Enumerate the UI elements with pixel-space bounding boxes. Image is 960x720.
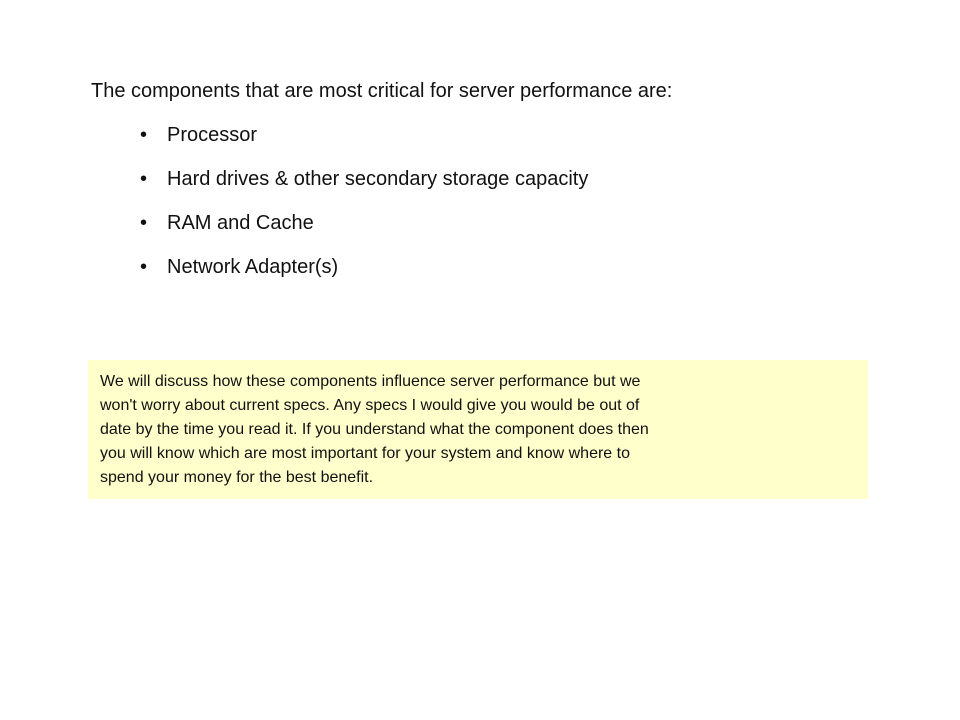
bullet-label: Processor	[167, 124, 258, 146]
note-box: We will discuss how these components inf…	[88, 360, 868, 499]
bullet-dot-icon: •	[140, 256, 148, 278]
bullet-dot-icon: •	[140, 212, 148, 234]
bullet-item-processor: • Processor	[140, 123, 588, 147]
bullet-label: RAM and Cache	[167, 212, 314, 234]
bullet-dot-icon: •	[140, 168, 148, 190]
bullet-item-hard-drives: • Hard drives & other secondary storage …	[140, 167, 588, 191]
note-text: We will discuss how these components inf…	[100, 373, 649, 486]
bullet-item-ram-cache: • RAM and Cache	[140, 211, 588, 235]
bullet-item-network-adapter: • Network Adapter(s)	[140, 255, 588, 279]
bullet-label: Network Adapter(s)	[167, 256, 339, 278]
bullet-list: • Processor • Hard drives & other second…	[140, 123, 588, 299]
slide-heading: The components that are most critical fo…	[91, 80, 673, 102]
bullet-label: Hard drives & other secondary storage ca…	[167, 168, 589, 190]
bullet-dot-icon: •	[140, 124, 148, 146]
